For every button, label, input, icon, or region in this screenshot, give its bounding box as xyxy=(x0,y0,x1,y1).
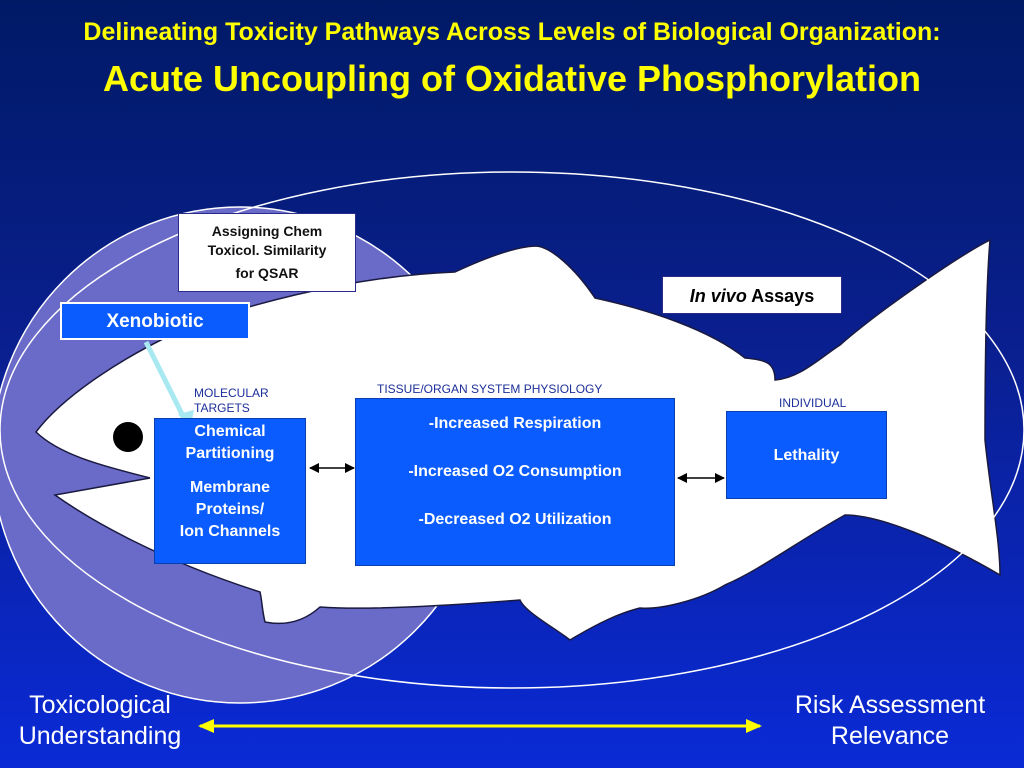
tissue-item2: -Increased O2 Consumption xyxy=(408,463,622,480)
molecular-targets-label: MOLECULAR TARGETS xyxy=(194,386,269,416)
bottom-right-line1: Risk Assessment xyxy=(794,691,986,719)
molecular-line5: Ion Channels xyxy=(179,523,281,540)
slide-title: Acute Uncoupling of Oxidative Phosphoryl… xyxy=(102,58,922,99)
in-vivo-italic: In vivo xyxy=(689,286,747,306)
molecular-label-line2: TARGETS xyxy=(194,401,250,415)
tissue-item3: -Decreased O2 Utilization xyxy=(418,511,612,528)
molecular-label-line1: MOLECULAR xyxy=(194,386,269,400)
xenobiotic-label: Xenobiotic xyxy=(106,311,204,332)
bottom-left-line2: Understanding xyxy=(18,722,182,751)
slide-subtitle: Delineating Toxicity Pathways Across Lev… xyxy=(83,18,941,46)
individual-label: INDIVIDUAL xyxy=(779,396,847,410)
molecular-line4: Proteins/ xyxy=(195,501,265,518)
risk-assessment-relevance-label: Risk Assessment Relevance xyxy=(765,690,1015,753)
in-vivo-rest: Assays xyxy=(746,286,815,306)
xenobiotic-arrow xyxy=(143,340,189,424)
fish-eye xyxy=(113,422,143,452)
qsar-line2: Toxicol. Similarity xyxy=(207,242,327,258)
individual-box: Lethality xyxy=(726,411,887,499)
molecular-line1: Chemical xyxy=(194,423,266,440)
bottom-right-line2: Relevance xyxy=(830,722,950,751)
toxicological-understanding-label: Toxicological Understanding xyxy=(0,690,200,753)
qsar-line1: Assigning Chem xyxy=(211,223,323,239)
bottom-left-line1: Toxicological xyxy=(29,691,171,719)
molecular-line2: Partitioning xyxy=(185,445,275,462)
tissue-physiology-box: -Increased Respiration -Increased O2 Con… xyxy=(355,398,675,566)
in-vivo-assays-box: In vivo Assays xyxy=(662,276,842,314)
tissue-item1: -Increased Respiration xyxy=(428,415,602,432)
tissue-physiology-label: TISSUE/ORGAN SYSTEM PHYSIOLOGY xyxy=(377,382,603,396)
lethality-label: Lethality xyxy=(773,447,840,464)
xenobiotic-box: Xenobiotic xyxy=(60,302,250,340)
molecular-targets-box: Chemical Partitioning Membrane Proteins/… xyxy=(154,418,306,564)
organism-scale-ellipse xyxy=(0,171,1024,689)
molecular-line3: Membrane xyxy=(189,479,271,496)
qsar-box: Assigning Chem Toxicol. Similarity for Q… xyxy=(178,213,356,292)
qsar-line3: for QSAR xyxy=(235,265,299,281)
